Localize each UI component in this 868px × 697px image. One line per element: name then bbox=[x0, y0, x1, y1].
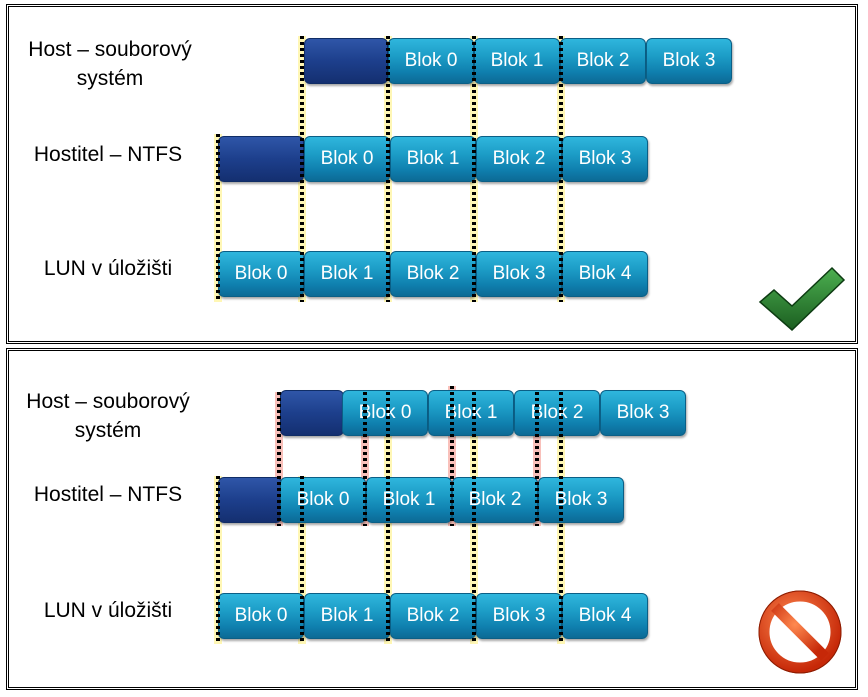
host-padding-block bbox=[304, 38, 388, 84]
host-block: Blok 3 bbox=[600, 390, 686, 436]
lun-block: Blok 3 bbox=[476, 251, 562, 297]
lun-block: Blok 1 bbox=[304, 251, 390, 297]
host-ntfs-label: Hostitel – NTFS bbox=[33, 143, 183, 166]
ntfs-block: Blok 3 bbox=[562, 136, 648, 182]
ntfs-block: Blok 0 bbox=[304, 136, 390, 182]
alignment-guide-overlay bbox=[470, 36, 478, 302]
lun-block: Blok 0 bbox=[218, 251, 304, 297]
lun-storage-label: LUN v úložišti bbox=[43, 599, 173, 622]
ntfs-block: Blok 0 bbox=[280, 477, 366, 523]
checkmark-icon bbox=[756, 262, 846, 334]
ntfs-padding-block bbox=[218, 136, 304, 182]
lun-block: Blok 2 bbox=[390, 251, 476, 297]
prohibited-icon bbox=[758, 590, 842, 674]
ntfs-block: Blok 2 bbox=[452, 477, 538, 523]
alignment-guide-overlay bbox=[557, 36, 565, 302]
ntfs-block: Blok 2 bbox=[476, 136, 562, 182]
host-block: Blok 1 bbox=[428, 390, 514, 436]
lun-block: Blok 0 bbox=[218, 593, 304, 639]
host-padding-block bbox=[280, 390, 344, 436]
misalignment-guide-overlay bbox=[275, 392, 283, 526]
host-filesystem-label: Host – souborový systém bbox=[26, 390, 190, 442]
lun-block: Blok 4 bbox=[562, 251, 648, 297]
lun-storage-label: LUN v úložišti bbox=[43, 257, 173, 280]
ntfs-block: Blok 1 bbox=[390, 136, 476, 182]
ntfs-block: Blok 1 bbox=[366, 477, 452, 523]
host-block: Blok 0 bbox=[388, 38, 474, 84]
misalignment-guide-overlay bbox=[361, 392, 369, 526]
alignment-guide-overlay bbox=[298, 36, 306, 302]
alignment-guide-overlay bbox=[384, 36, 392, 302]
host-block: Blok 3 bbox=[646, 38, 732, 84]
lun-block: Blok 1 bbox=[304, 593, 390, 639]
lun-block: Blok 2 bbox=[390, 593, 476, 639]
host-block: Blok 1 bbox=[474, 38, 560, 84]
alignment-guide-overlay bbox=[298, 476, 306, 644]
host-ntfs-label: Hostitel – NTFS bbox=[33, 483, 183, 506]
host-block: Blok 2 bbox=[514, 390, 600, 436]
lun-block: Blok 4 bbox=[562, 593, 648, 639]
alignment-guide-overlay bbox=[214, 134, 222, 302]
misalignment-guide-overlay bbox=[533, 392, 541, 526]
host-block: Blok 0 bbox=[342, 390, 428, 436]
alignment-guide-overlay bbox=[214, 476, 222, 644]
alignment-guide-overlay bbox=[384, 392, 392, 644]
misalignment-guide-overlay bbox=[448, 386, 456, 526]
lun-block: Blok 3 bbox=[476, 593, 562, 639]
alignment-guide-overlay bbox=[557, 392, 565, 644]
ntfs-padding-block bbox=[218, 477, 282, 523]
host-block: Blok 2 bbox=[560, 38, 646, 84]
host-filesystem-label: Host – souborový systém bbox=[28, 38, 192, 90]
ntfs-block: Blok 3 bbox=[538, 477, 624, 523]
alignment-guide-overlay bbox=[470, 392, 478, 644]
